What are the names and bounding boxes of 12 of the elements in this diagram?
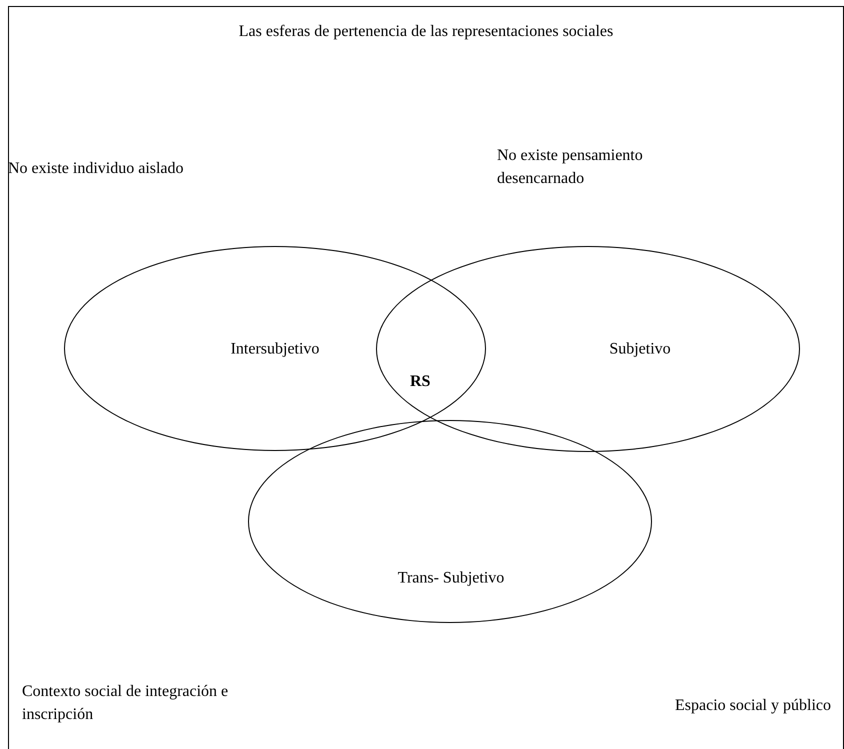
- diagram-title: Las esferas de pertenencia de las representaciones sociales: [238, 22, 614, 42]
- ellipse: [64, 246, 486, 451]
- note-text: No existe individuo aislado: [8, 159, 185, 179]
- center-label: RS: [410, 372, 432, 392]
- note-text: No existe pensamiento desencarnado: [497, 146, 644, 189]
- ellipse-label: Trans- Subjetivo: [398, 568, 504, 588]
- ellipse: [376, 246, 800, 452]
- ellipse: [248, 420, 652, 623]
- ellipse-label: Subjetivo: [609, 340, 671, 360]
- note-text: Espacio social y público: [674, 696, 831, 716]
- note-text: Contexto social de integración e inscripción: [22, 682, 230, 725]
- ellipse-label: Intersubjetivo: [230, 340, 320, 360]
